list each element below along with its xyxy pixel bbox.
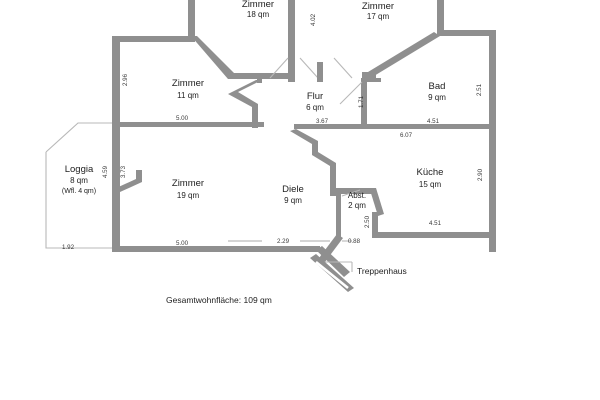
room-label-zimmer-11: Zimmer xyxy=(172,78,204,89)
dim-bad-height: 2.51 xyxy=(476,83,483,96)
room-area-loggia: 8 qm xyxy=(70,176,88,185)
dim-abst-height: 2.50 xyxy=(364,215,371,228)
total-area-caption: Gesamtwohnfläche: 109 qm xyxy=(166,295,272,305)
walls xyxy=(112,0,496,292)
room-label-zimmer-top-right: Zimmer xyxy=(362,1,394,12)
room-area-zimmer-11: 11 qm xyxy=(177,91,199,100)
loggia-outline xyxy=(45,122,118,249)
room-labels: Zimmer 18 qm Zimmer 17 qm Zimmer 11 qm Z… xyxy=(62,0,446,210)
room-area-zimmer-19: 19 qm xyxy=(177,191,200,200)
room-label-bad: Bad xyxy=(429,81,446,92)
dim-zimmer11-height: 2.96 xyxy=(122,73,129,86)
dim-loggia-width: 1.92 xyxy=(62,244,75,251)
room-label-zimmer-top-middle: Zimmer xyxy=(242,0,274,10)
room-note-loggia: (Wfl. 4 qm) xyxy=(62,188,96,195)
room-area-diele: 9 qm xyxy=(284,196,302,205)
dim-flur-width: 3.67 xyxy=(316,118,329,125)
dim-zimmer19-width: 5.00 xyxy=(176,240,189,247)
dim-zimmer19-left: 3.73 xyxy=(120,165,127,178)
room-label-loggia: Loggia xyxy=(65,164,94,175)
room-label-diele: Diele xyxy=(282,184,304,195)
dim-bad-width: 4.51 xyxy=(427,118,440,125)
room-area-abstellraum: 2 qm xyxy=(348,201,366,210)
dimension-labels: 2.96 5.00 4.02 3.67 2.51 4.51 1.71 6.07 … xyxy=(62,13,484,251)
stairwell-label: Treppenhaus xyxy=(357,266,407,276)
dim-bad-inner: 1.71 xyxy=(358,95,365,108)
dim-zimmer11-width: 5.00 xyxy=(176,115,189,122)
room-label-zimmer-19: Zimmer xyxy=(172,178,204,189)
dim-loggia-height: 4.59 xyxy=(102,165,109,178)
room-label-flur: Flur xyxy=(307,91,323,102)
room-area-bad: 9 qm xyxy=(428,93,446,102)
dim-flur-height: 4.02 xyxy=(310,13,317,26)
room-label-kueche: Küche xyxy=(417,167,444,178)
room-area-flur: 6 qm xyxy=(306,103,324,112)
room-label-abstellraum: Abst. xyxy=(348,191,366,200)
dim-kueche-top: 6.07 xyxy=(400,132,413,139)
dim-abst-width: 0.88 xyxy=(348,238,361,245)
room-area-zimmer-top-middle: 18 qm xyxy=(247,10,270,19)
dim-kueche-width: 4.51 xyxy=(429,220,442,227)
room-area-zimmer-top-right: 17 qm xyxy=(367,12,390,21)
room-area-kueche: 15 qm xyxy=(419,180,442,189)
dim-kueche-height: 2.90 xyxy=(477,168,484,181)
dim-diele-width: 2.29 xyxy=(277,238,290,245)
